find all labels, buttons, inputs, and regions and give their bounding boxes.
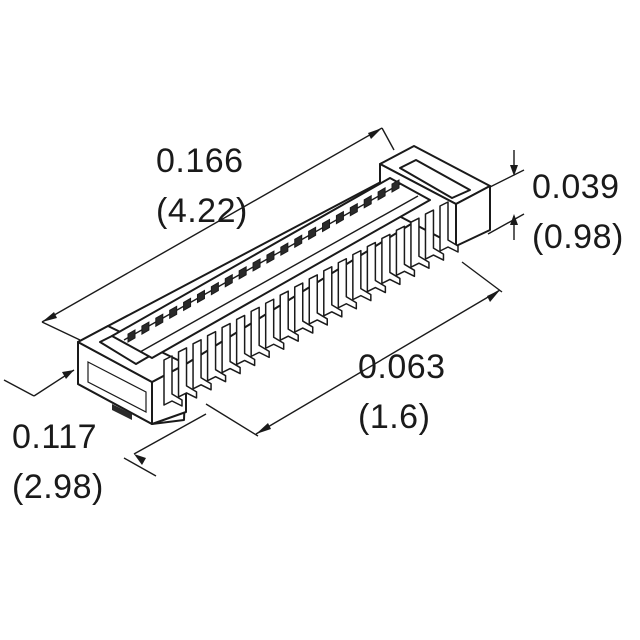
back-contact — [308, 226, 317, 241]
back-contact — [155, 313, 164, 328]
width-arrow-right — [134, 454, 146, 465]
back-contact — [224, 273, 233, 288]
left-end-face-detail — [87, 361, 147, 413]
height-ext-bottom — [487, 213, 525, 235]
front-contact — [235, 314, 256, 367]
length-ext-line-2 — [41, 321, 81, 341]
back-contact — [238, 265, 247, 280]
front-contact — [264, 298, 285, 351]
front-contact — [177, 347, 198, 399]
front-contact — [192, 339, 212, 391]
back-contact — [266, 250, 275, 264]
length-dimension-line — [41, 127, 383, 323]
front-contact — [352, 249, 372, 302]
right-end-cavity — [399, 159, 471, 199]
back-contact — [252, 258, 261, 272]
back-contact — [196, 289, 205, 304]
length-ext-line — [381, 127, 395, 151]
center-channel — [111, 177, 431, 359]
row-ext-line — [205, 403, 259, 437]
back-contact — [294, 234, 303, 249]
back-contact — [169, 305, 178, 320]
back-contact — [363, 194, 372, 209]
row-inch-label: 0.063 — [358, 348, 446, 386]
back-row-contacts — [127, 179, 400, 343]
row-mm-label: (1.6) — [358, 398, 431, 436]
front-contact — [163, 355, 183, 407]
front-contact — [381, 233, 401, 286]
back-contact — [183, 297, 192, 312]
back-contact — [377, 187, 386, 201]
dimension-lines — [3, 127, 525, 477]
back-contact — [335, 210, 344, 225]
width-arrow-left — [62, 370, 74, 379]
width-arrow-line-right — [123, 457, 157, 477]
length-arrow-start — [42, 312, 57, 322]
height-ext-top — [487, 169, 525, 189]
length-arrow-end — [368, 128, 382, 139]
row-arrow-end — [487, 290, 500, 302]
front-contact — [323, 266, 343, 318]
row-dimension-line — [255, 289, 501, 435]
row-ext-line-2 — [461, 261, 503, 293]
length-mm-label: (4.22) — [156, 192, 248, 230]
height-arrow-top — [510, 165, 518, 176]
front-contact — [279, 290, 299, 342]
front-contact — [424, 209, 445, 261]
channel-line-front — [139, 195, 419, 353]
left-end-notch — [112, 404, 132, 420]
width-mm-label: (2.98) — [12, 468, 104, 506]
front-contact — [366, 241, 387, 294]
back-contact — [349, 202, 358, 217]
front-contact — [439, 201, 459, 253]
length-inch-label: 0.166 — [156, 142, 244, 180]
front-contact — [308, 274, 329, 326]
width-ext-line-2 — [133, 413, 207, 455]
front-contact — [337, 257, 358, 310]
back-contact — [141, 321, 150, 335]
front-contact — [206, 330, 227, 383]
front-contact — [221, 322, 241, 375]
back-contact — [391, 179, 400, 193]
height-inch-label: 0.039 — [532, 168, 620, 206]
height-mm-label: (0.98) — [532, 218, 624, 256]
back-contact — [322, 218, 331, 233]
front-contact — [293, 282, 314, 334]
front-contact — [395, 225, 416, 278]
back-contact — [280, 242, 289, 257]
width-ext-line — [3, 379, 35, 397]
width-inch-label: 0.117 — [12, 418, 98, 456]
row-arrow-start — [256, 423, 271, 434]
back-contact — [127, 329, 136, 343]
height-arrow-bottom — [510, 214, 518, 225]
front-row-contacts — [163, 201, 459, 407]
front-contact — [410, 217, 430, 269]
front-contact — [250, 306, 270, 359]
back-contact — [210, 281, 219, 296]
